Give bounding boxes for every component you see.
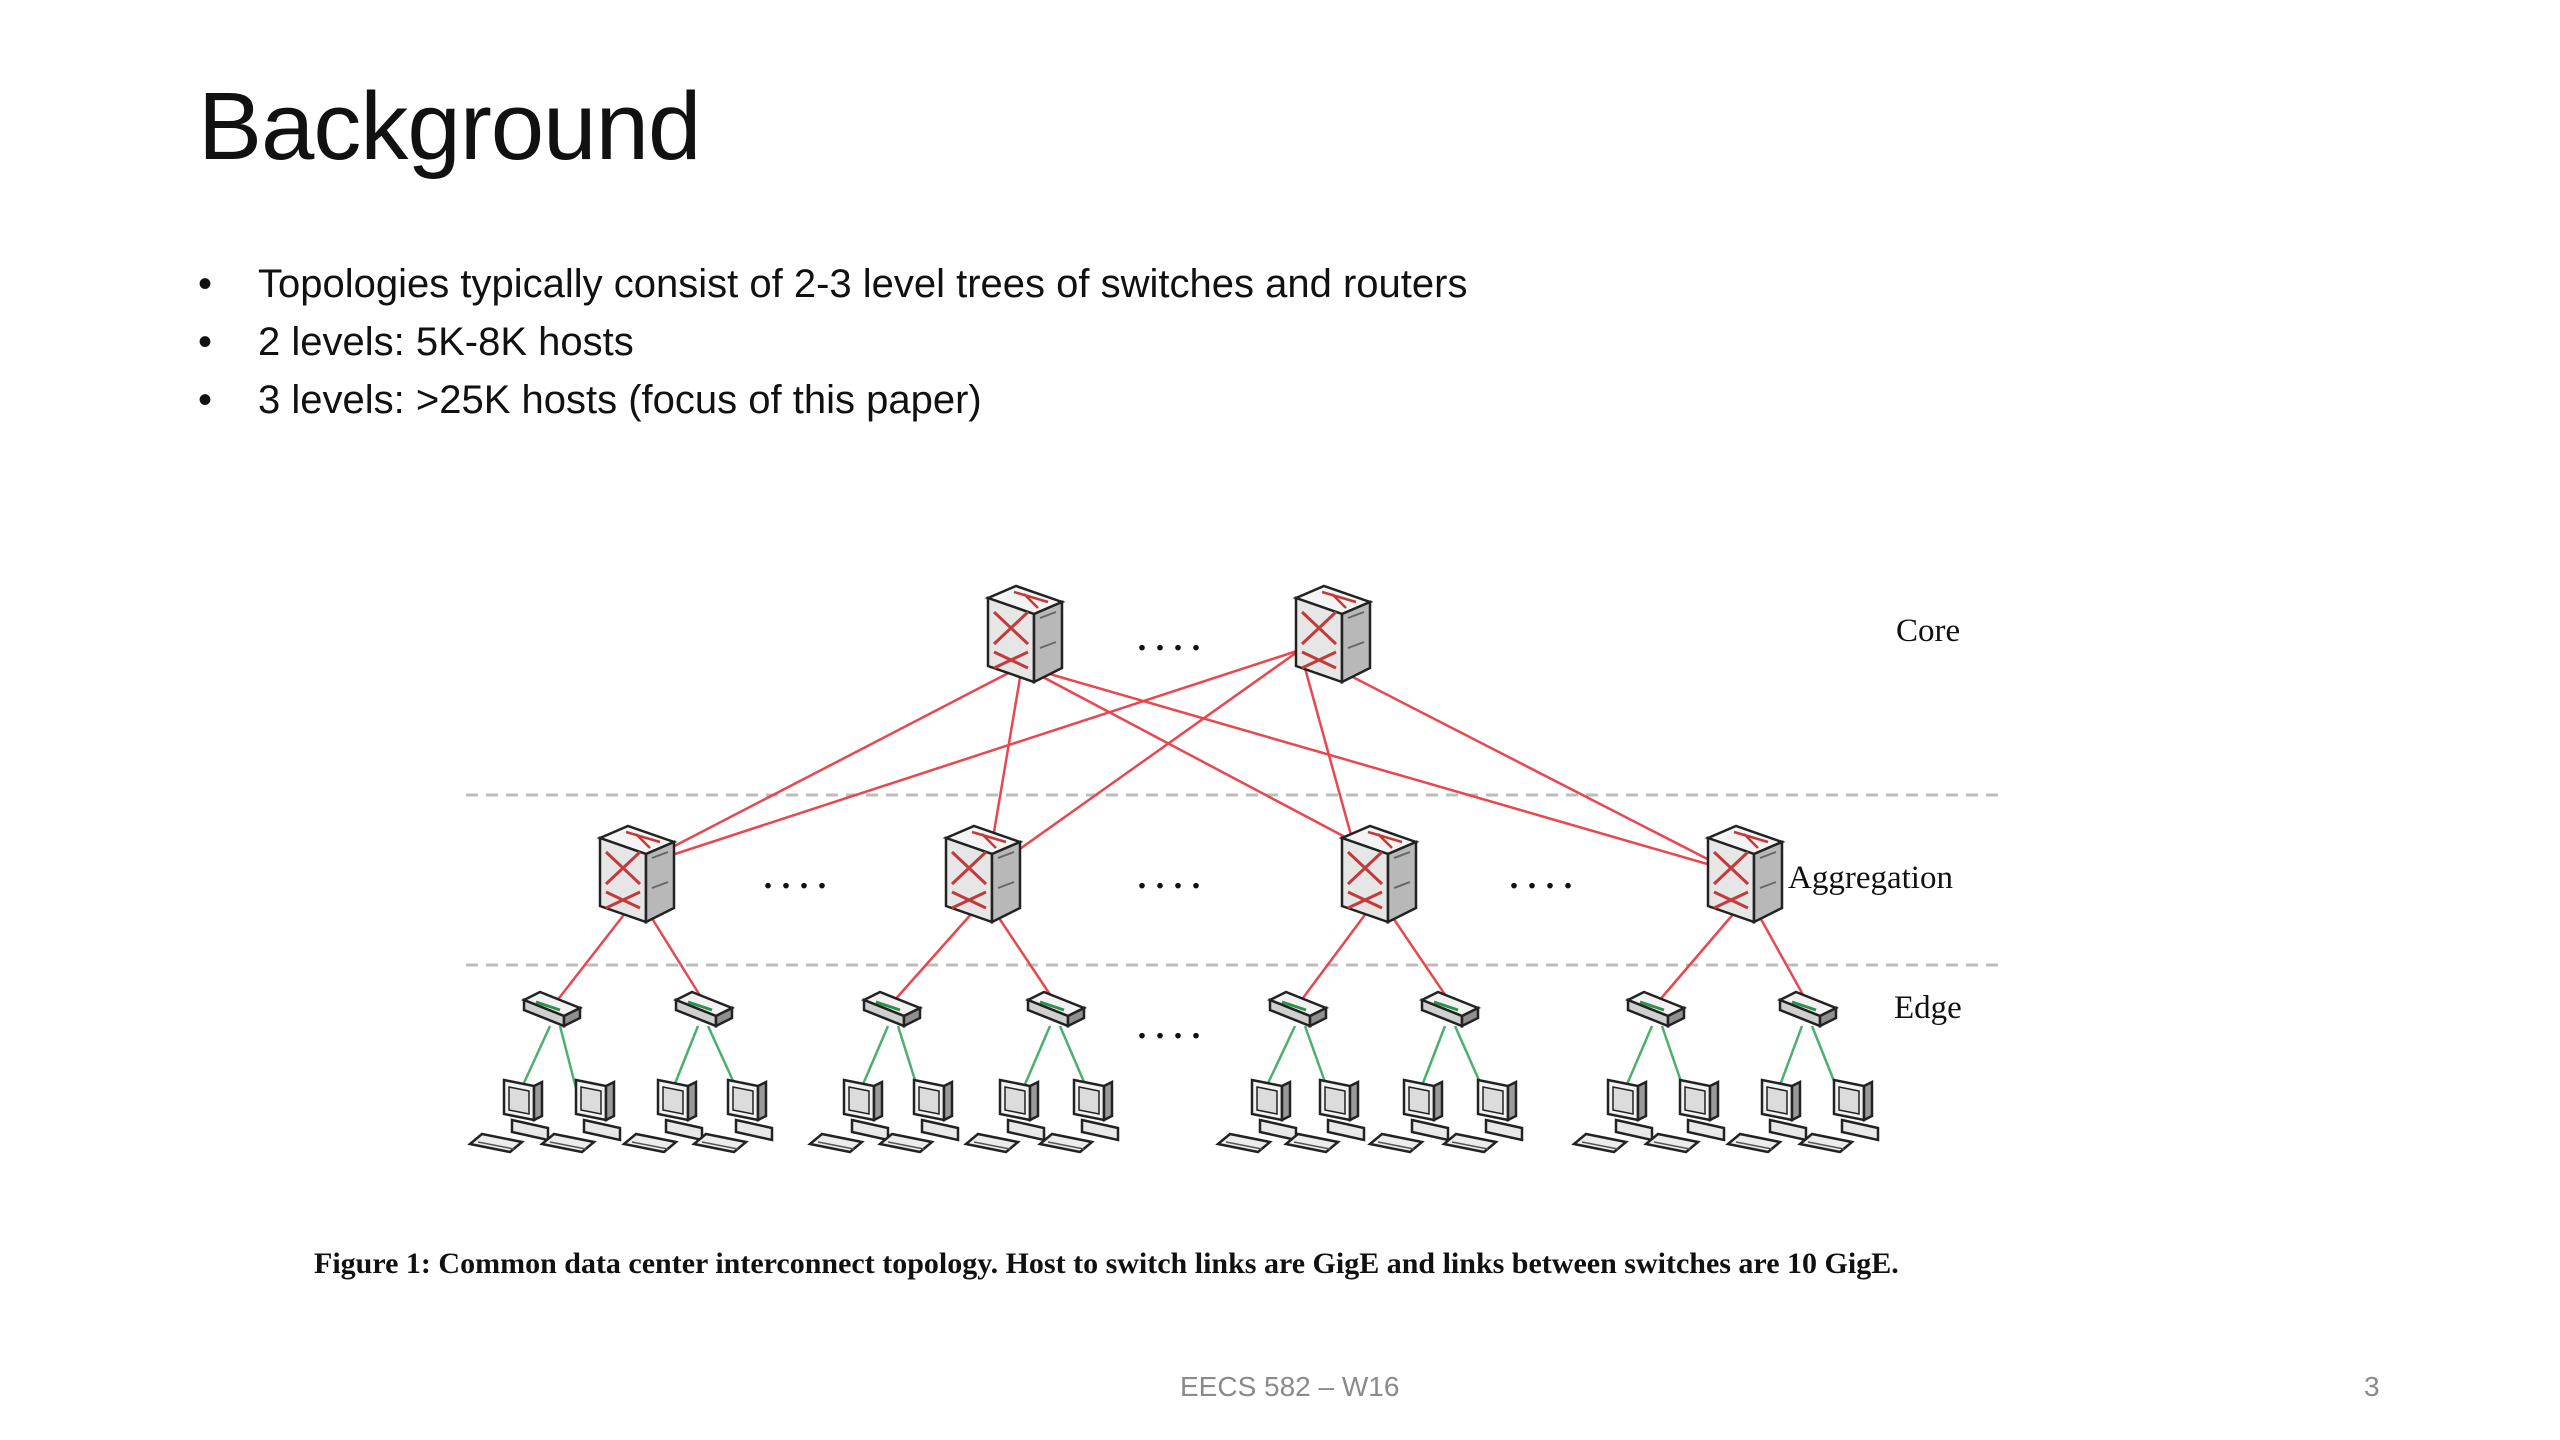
slide-footer: EECS 582 – W16	[1180, 1371, 1400, 1402]
edge-switch-icon	[522, 990, 582, 1028]
edge-switch-icon	[1420, 990, 1480, 1028]
bullet-dot: •	[198, 320, 213, 364]
core-switch-icon	[1294, 584, 1372, 684]
host-workstation-icon	[468, 1078, 550, 1154]
bullet-text: Topologies typically consist of 2-3 leve…	[258, 262, 1468, 306]
edge-switch-icon	[1778, 990, 1838, 1028]
host-workstation-icon	[1038, 1078, 1120, 1154]
edge-switch-icon	[1268, 990, 1328, 1028]
slide-title: Background	[198, 73, 701, 180]
bullet-list: • Topologies typically consist of 2-3 lev…	[198, 255, 1467, 429]
host-workstation-icon	[1798, 1078, 1880, 1154]
host-workstation-icon	[878, 1078, 960, 1154]
page-number: 3	[2364, 1371, 2380, 1402]
host-workstation-icon	[1442, 1078, 1524, 1154]
aggregation-switch-icon	[598, 824, 676, 924]
aggregation-switch-icon	[944, 824, 1022, 924]
figure-caption: Figure 1: Common data center interconnec…	[314, 1247, 1899, 1280]
bullet-text: 2 levels: 5K-8K hosts	[258, 320, 634, 364]
host-workstation-icon	[1644, 1078, 1726, 1154]
host-workstation-icon	[964, 1078, 1046, 1154]
bullet-item: • 3 levels: >25K hosts (focus of this pap…	[198, 371, 1467, 429]
level-label-core: Core	[1896, 613, 1960, 649]
host-workstation-icon	[1216, 1078, 1298, 1154]
host-workstation-icon	[1368, 1078, 1450, 1154]
host-workstation-icon	[622, 1078, 704, 1154]
host-workstation-icon	[1572, 1078, 1654, 1154]
host-workstation-icon	[1284, 1078, 1366, 1154]
aggregation-edge-links	[555, 911, 1809, 1003]
host-workstation-icon	[540, 1078, 622, 1154]
bullet-dot: •	[198, 262, 213, 306]
bullet-item: • 2 levels: 5K-8K hosts	[198, 313, 1467, 371]
host-workstation-icon	[1726, 1078, 1808, 1154]
aggregation-ellipsis: ....	[762, 846, 834, 899]
edge-switch-icon	[1626, 990, 1686, 1028]
edge-switch-icon	[674, 990, 734, 1028]
aggregation-ellipsis: ....	[1136, 846, 1208, 899]
edge-ellipsis: ....	[1136, 996, 1208, 1049]
core-aggregation-links	[631, 648, 1729, 872]
aggregation-ellipsis: ....	[1508, 846, 1580, 899]
aggregation-switch-icon	[1340, 824, 1418, 924]
aggregation-switch-icon	[1706, 824, 1784, 924]
edge-switch-icon	[862, 990, 922, 1028]
host-workstation-icon	[692, 1078, 774, 1154]
bullet-text: 3 levels: >25K hosts (focus of this pape…	[258, 378, 982, 422]
host-group	[468, 1078, 1880, 1154]
bullet-dot: •	[198, 378, 213, 422]
edge-switch-icon	[1026, 990, 1086, 1028]
host-workstation-icon	[808, 1078, 890, 1154]
bullet-item: • Topologies typically consist of 2-3 lev…	[198, 255, 1467, 313]
level-label-edge: Edge	[1894, 990, 1962, 1026]
core-switch-icon	[986, 584, 1064, 684]
level-label-aggregation: Aggregation	[1788, 860, 1953, 896]
core-ellipsis: ....	[1136, 608, 1208, 661]
